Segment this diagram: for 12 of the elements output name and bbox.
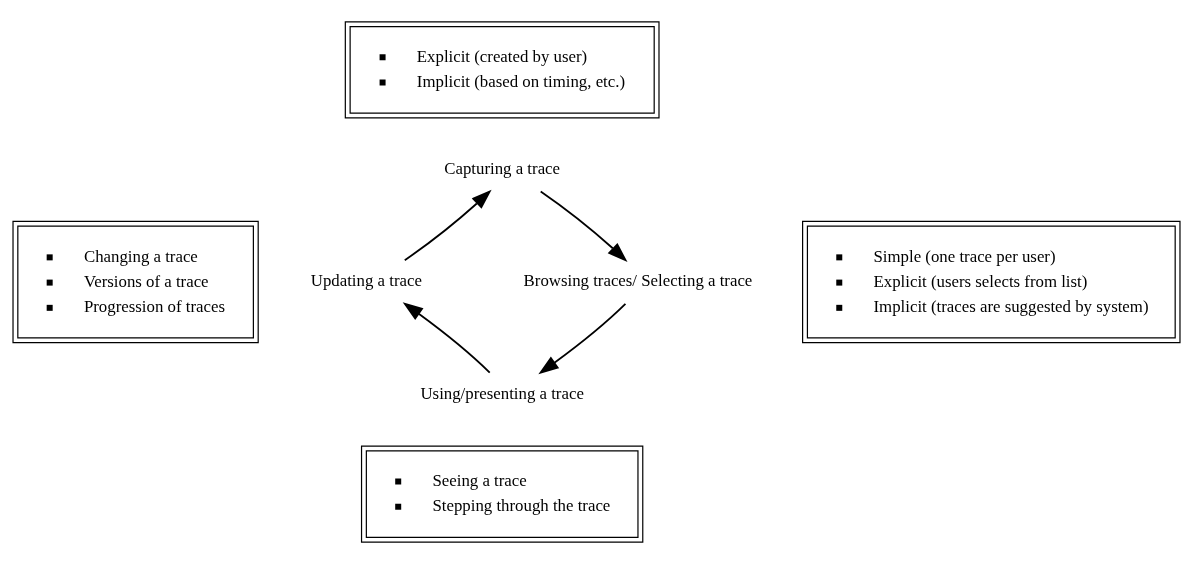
- node-box: Seeing a trace Stepping through the trace: [360, 444, 644, 543]
- arrow: [403, 189, 492, 261]
- node-text: Browsing traces/ Selecting a trace: [523, 270, 753, 290]
- node-text: Updating a trace: [310, 270, 422, 290]
- node-text: Capturing a trace: [444, 158, 561, 178]
- arrow: [539, 190, 628, 262]
- arrow: [402, 301, 491, 373]
- node-box: Simple (one trace per user) Explicit (users selects from list) Implicit (traces are suggested by system): [802, 220, 1181, 343]
- node-box: Changing a trace Versions of a trace Progression of traces: [12, 220, 259, 343]
- node-text: Using/presenting a trace: [420, 383, 584, 403]
- node-box: Explicit (created by user) Implicit (based on timing, etc.): [344, 20, 660, 119]
- arrow: [538, 302, 627, 374]
